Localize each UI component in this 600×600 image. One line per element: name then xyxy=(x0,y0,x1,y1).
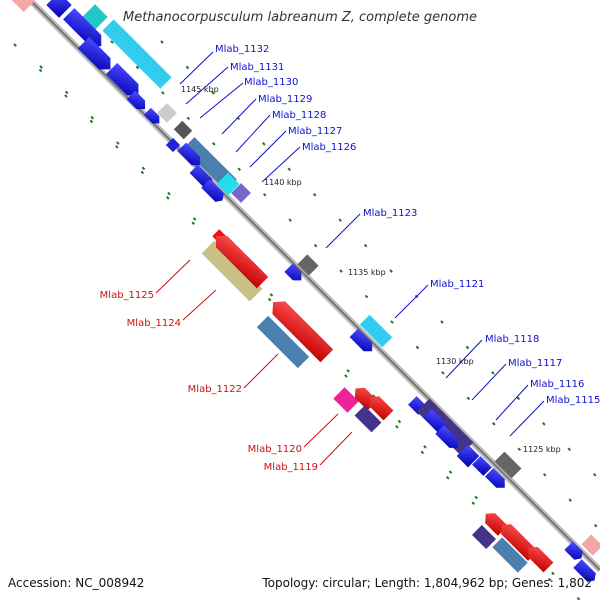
gene-label: Mlab_1115 xyxy=(546,395,600,406)
gene-block xyxy=(77,36,111,70)
gene-block xyxy=(272,301,334,363)
gene-label: Mlab_1130 xyxy=(244,77,298,88)
gene-block xyxy=(126,90,146,110)
gene-block xyxy=(581,534,600,556)
gene-block xyxy=(494,451,522,479)
gene-label: Mlab_1124 xyxy=(127,318,181,329)
kbp-label: 1125 kbp xyxy=(523,445,561,454)
kbp-label: 1130 kbp xyxy=(436,357,474,366)
reverse-genes xyxy=(10,0,554,573)
gene-block xyxy=(284,263,302,281)
kbp-label: 1140 kbp xyxy=(264,178,302,187)
gene-block xyxy=(527,546,554,573)
gene-label: Mlab_1125 xyxy=(100,290,154,301)
gene-block xyxy=(359,314,393,348)
gene-label: Mlab_1126 xyxy=(302,142,356,153)
gene-block xyxy=(349,328,373,352)
gene-block xyxy=(201,240,263,302)
gene-label: Mlab_1127 xyxy=(288,126,342,137)
topology-text: Topology: circular; Length: 1,804,962 bp… xyxy=(262,576,592,590)
map-title: Methanocorpusculum labreanum Z, complete… xyxy=(123,10,477,25)
gene-block xyxy=(165,137,181,153)
callout-lines-forward xyxy=(179,51,545,437)
gene-block xyxy=(423,409,446,432)
gene-block xyxy=(333,387,359,413)
gene-block xyxy=(105,62,139,96)
gene-block xyxy=(435,425,458,448)
callout-lines-reverse xyxy=(155,259,353,466)
gene-block xyxy=(256,315,310,369)
gene-label: Mlab_1119 xyxy=(264,462,318,473)
gene-block xyxy=(177,142,201,166)
gene-label: Mlab_1118 xyxy=(485,334,539,345)
gene-label: Mlab_1122 xyxy=(188,384,242,395)
gene-block xyxy=(189,164,213,188)
gene-block xyxy=(231,183,251,203)
gene-block xyxy=(573,559,596,582)
gene-label: Mlab_1121 xyxy=(430,279,484,290)
gene-label: Mlab_1128 xyxy=(272,110,326,121)
scale-dots xyxy=(13,0,600,600)
gene-block xyxy=(46,0,72,18)
gene-block xyxy=(484,467,505,488)
gene-label: Mlab_1131 xyxy=(230,62,284,73)
gene-block xyxy=(456,444,480,468)
gene-block xyxy=(492,537,528,573)
gene-block xyxy=(157,103,177,123)
accession-text: Accession: NC_008942 xyxy=(8,576,145,590)
gene-block xyxy=(472,456,492,476)
kbp-label: 1145 kbp xyxy=(181,85,219,94)
gene-block xyxy=(10,0,36,13)
gene-block xyxy=(297,254,319,276)
gene-label: Mlab_1129 xyxy=(258,94,312,105)
gene-block xyxy=(354,405,382,433)
gene-block xyxy=(173,120,193,140)
genome-backbone xyxy=(27,0,600,573)
gene-label: Mlab_1116 xyxy=(530,379,584,390)
reverse-labels: Mlab_1125 Mlab_1124 Mlab_1122 Mlab_1120 … xyxy=(100,290,318,473)
gene-label: Mlab_1132 xyxy=(215,44,269,55)
gene-label: Mlab_1123 xyxy=(363,208,417,219)
forward-labels: Mlab_1132 Mlab_1131 Mlab_1130 Mlab_1129 … xyxy=(215,44,600,406)
gene-block xyxy=(201,179,224,202)
forward-genes xyxy=(46,0,600,582)
gene-block xyxy=(471,524,497,550)
gene-block xyxy=(102,19,172,89)
kbp-label: 1135 kbp xyxy=(348,268,386,277)
gene-block xyxy=(143,107,160,124)
gene-block xyxy=(215,235,269,289)
gene-block xyxy=(564,541,583,560)
gene-block xyxy=(63,8,102,47)
kbp-marks: 1145 kbp 1140 kbp 1135 kbp 1130 kbp 1125… xyxy=(181,85,561,454)
gene-block xyxy=(369,396,394,421)
gene-label: Mlab_1120 xyxy=(248,444,302,455)
gene-label: Mlab_1117 xyxy=(508,358,562,369)
